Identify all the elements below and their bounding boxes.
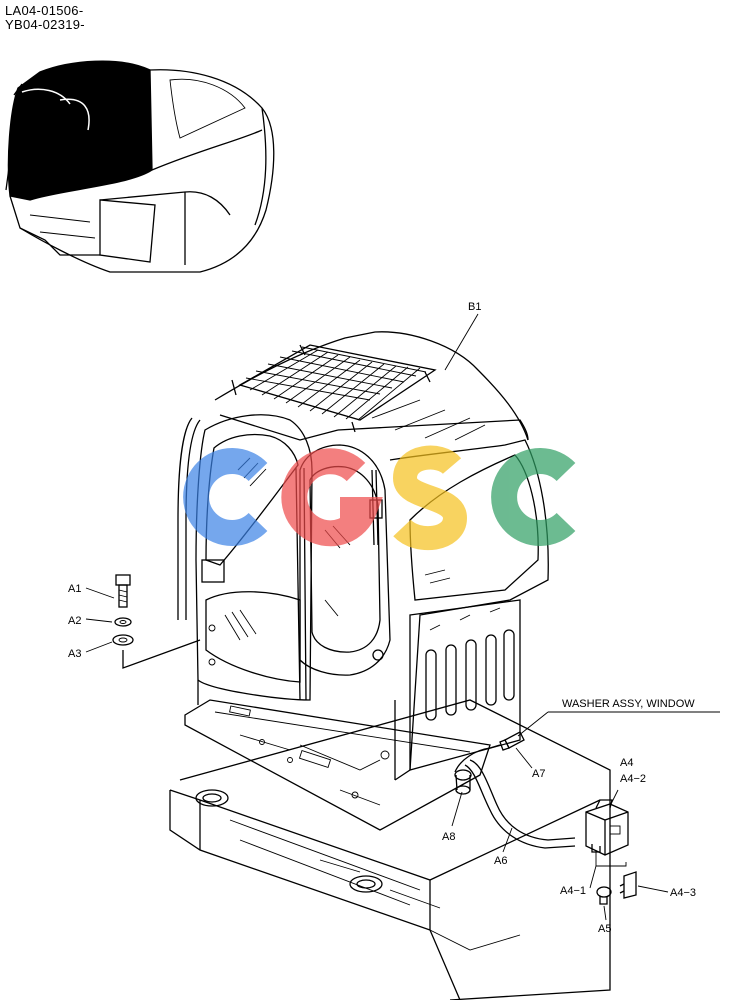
tank-a4 — [585, 799, 629, 856]
hose-a6 — [454, 744, 576, 849]
watermark — [183, 445, 576, 551]
washer-assembly — [454, 731, 637, 905]
leader-lines — [85, 313, 720, 921]
label-a4-2: A4−2 — [620, 773, 646, 785]
bracket-a4-3 — [619, 871, 637, 899]
watermark-letter-c1 — [183, 448, 268, 546]
serial-range-1: LA04-01506- — [5, 3, 84, 18]
elbow-a8 — [454, 769, 472, 795]
nozzle-a7 — [499, 731, 525, 751]
label-a1: A1 — [68, 583, 81, 595]
washer-a2 — [114, 617, 132, 627]
side-vents — [425, 629, 515, 721]
washer-a3 — [112, 634, 134, 646]
mounting-hardware — [112, 574, 201, 669]
base-frame — [169, 699, 611, 1000]
watermark-letter-c2 — [491, 448, 576, 546]
watermark-letter-s — [392, 445, 468, 551]
screw-a5 — [596, 886, 612, 905]
label-a4-1: A4−1 — [560, 885, 586, 897]
label-a2: A2 — [68, 615, 81, 627]
location-thumbnail — [5, 60, 275, 273]
label-a6: A6 — [494, 855, 507, 867]
bolt-a1 — [115, 574, 131, 608]
label-a4: A4 — [620, 757, 633, 769]
label-washer-assy: WASHER ASSY, WINDOW — [562, 698, 695, 710]
label-a3: A3 — [68, 648, 81, 660]
serial-range-2: YB04-02319- — [5, 17, 85, 32]
label-a5: A5 — [598, 923, 611, 935]
label-a7: A7 — [532, 768, 545, 780]
watermark-letter-g — [281, 448, 383, 547]
floor-plate — [184, 699, 491, 831]
part-labels: B1 A1 A2 A3 WASHER ASSY, WINDOW A7 A4 A4… — [68, 301, 696, 935]
roof-guard-grid — [231, 344, 437, 433]
label-b1: B1 — [468, 301, 481, 313]
label-a8: A8 — [442, 831, 455, 843]
motor-a4-1 — [595, 850, 627, 867]
label-a4-3: A4−3 — [670, 887, 696, 899]
